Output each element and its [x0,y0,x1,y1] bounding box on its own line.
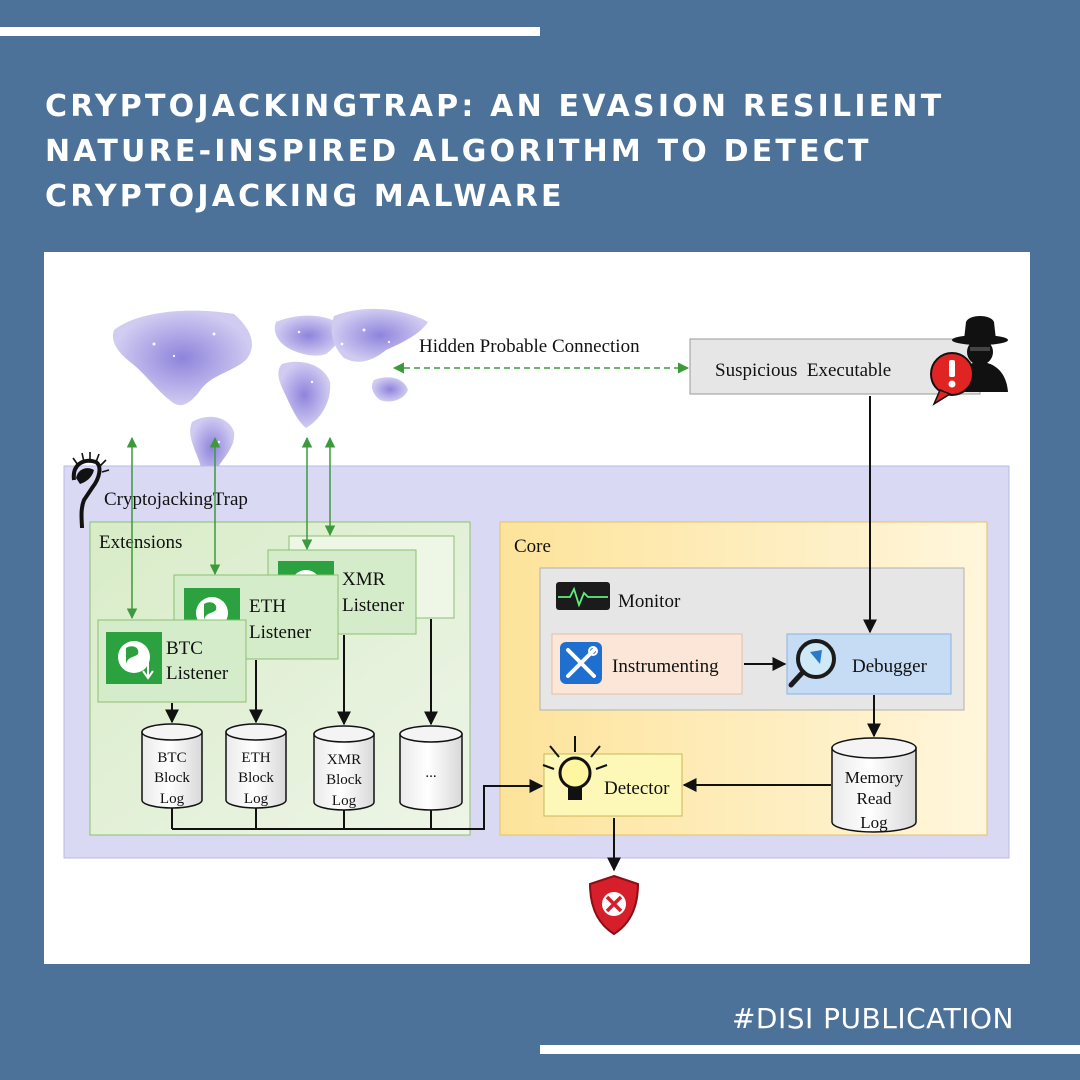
btc-log-line-1: BTC [157,750,186,766]
extensions-label: Extensions [99,532,182,553]
trap-label: CryptojackingTrap [104,489,248,510]
diagram-panel: Hidden Probable Connection Suspicious Ex… [44,252,1030,964]
xmr-block-log-cylinder [313,725,375,811]
xmr-log-line-2: Block [326,772,362,788]
btc-block-log-cylinder [141,723,203,809]
debugger-label: Debugger [852,656,928,677]
warning-icon [930,352,974,406]
btc-listener-line-1: BTC [166,638,203,659]
heartbeat-monitor-icon [556,582,610,610]
listener-network-arrows [126,436,336,620]
title-line-1: CRYPTOJACKINGTRAP: AN EVASION RESILIENT [45,89,945,124]
memory-log-line-1: Memory [845,768,904,787]
magnifier-bug-icon [788,639,836,688]
eth-log-line-3: Log [244,791,269,807]
btc-log-line-2: Block [154,770,190,786]
suspicious-executable-box [689,338,981,395]
instrumenting-label: Instrumenting [612,656,719,677]
detector-label: Detector [604,778,670,799]
lightbulb-icon [542,736,608,800]
footer-label: #DISI PUBLICATION [731,1002,1014,1035]
monitor-label: Monitor [618,591,681,612]
xmr-log-line-1: XMR [327,752,361,768]
eth-listener-line-2: Listener [249,622,312,643]
hidden-connection-label: Hidden Probable Connection [419,336,640,357]
memory-log-line-2: Read [857,789,892,808]
btc-listener-card: BTC Listener [97,619,247,703]
eth-listener-line-1: ETH [249,596,286,617]
logs-to-detector-connector [171,779,544,830]
title-line-3: CRYPTOJACKING MALWARE [45,179,565,214]
more-log-label: ... [425,765,436,781]
xmr-listener-line-2: Listener [342,595,405,616]
xmr-log-line-3: Log [332,793,357,809]
page-title: CRYPTOJACKINGTRAP: AN EVASION RESILIENT … [45,84,1035,219]
trap-plant-icon [71,452,110,529]
world-map-icon [112,308,428,479]
eth-log-line-1: ETH [241,750,270,766]
btc-listener-line-2: Listener [166,663,229,684]
btc-log-line-3: Log [160,791,185,807]
listener-to-log-arrows [165,619,438,726]
tools-icon [560,642,602,684]
top-accent-line [0,27,540,36]
core-label: Core [514,536,551,557]
more-block-log-cylinder [399,725,463,811]
memory-log-line-3: Log [860,813,888,832]
architecture-diagram: Hidden Probable Connection Suspicious Ex… [63,308,1010,936]
suspicious-executable-label: Suspicious Executable [715,360,891,381]
eth-log-line-2: Block [238,770,274,786]
memory-read-log-cylinder [831,737,917,833]
blocked-shield-icon [588,874,640,936]
title-line-2: NATURE-INSPIRED ALGORITHM TO DETECT [45,134,872,169]
bottom-accent-line [540,1045,1080,1054]
xmr-listener-line-1: XMR [342,569,386,590]
eth-block-log-cylinder [225,723,287,809]
